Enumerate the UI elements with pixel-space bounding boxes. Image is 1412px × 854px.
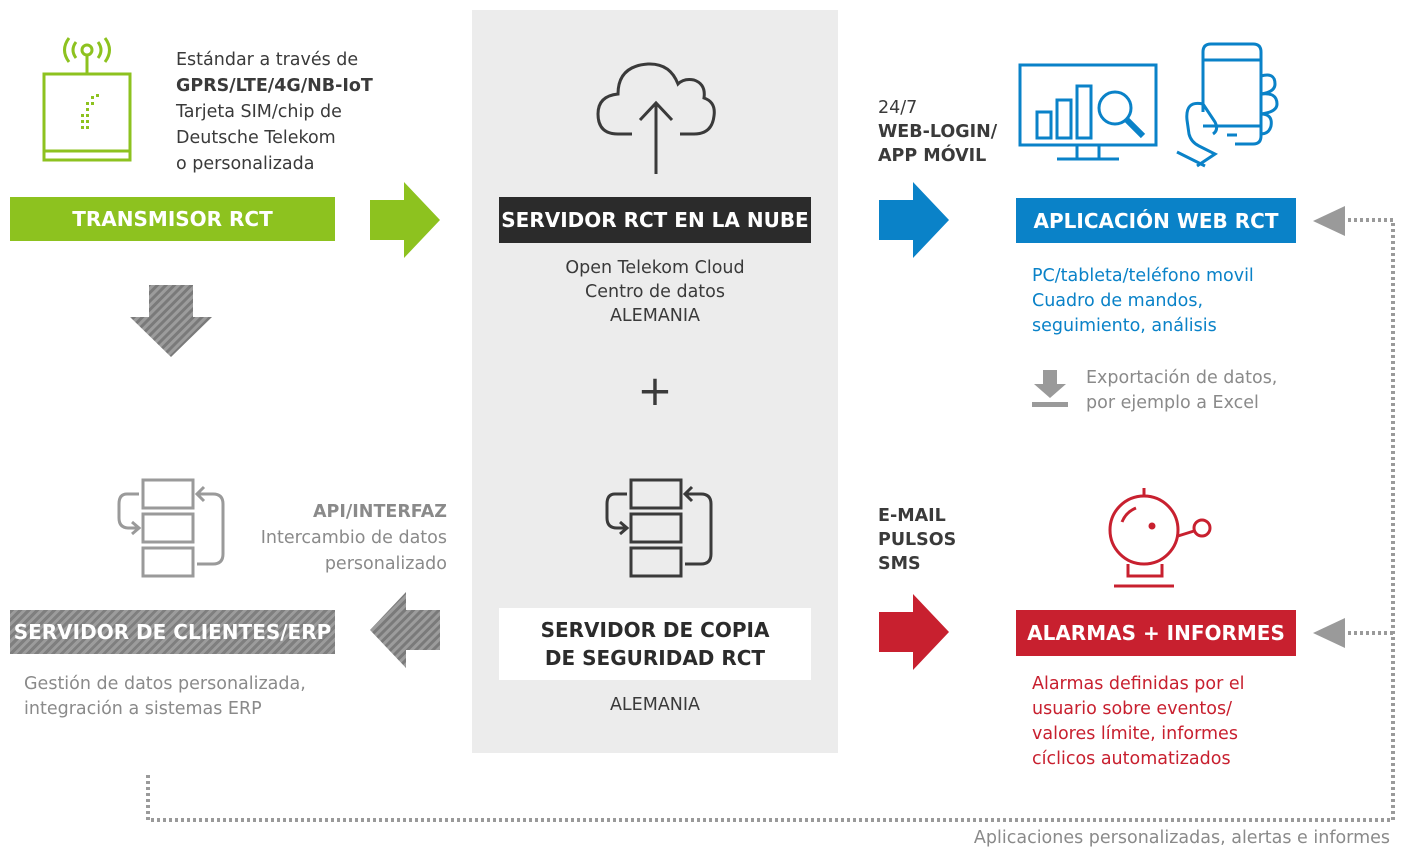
webapp-desc-line1: PC/tableta/teléfono movil (1032, 266, 1254, 286)
web-access-line2: WEB-LOGIN/ (878, 122, 998, 142)
arrow-right-green-icon (370, 182, 440, 258)
transmitter-desc-line4: Deutsche Telekom (176, 128, 336, 148)
plus-sign: + (637, 366, 673, 415)
router-icon (42, 37, 132, 162)
backup-label-line2: DE SEGURIDAD RCT (544, 646, 766, 670)
cloud-sub-line2: Centro de datos (585, 282, 725, 302)
transmitter-desc-line3: Tarjeta SIM/chip de (176, 102, 342, 122)
webapp-desc-line3: seguimiento, análisis (1032, 316, 1217, 336)
channels-line3: SMS (878, 554, 921, 574)
alarms-label: ALARMAS + INFORMES (1016, 610, 1296, 656)
backup-sub: ALEMANIA (609, 695, 701, 715)
cloud-sub-line1: Open Telekom Cloud (565, 258, 745, 278)
transmitter-label: TRANSMISOR RCT (10, 197, 335, 241)
channels-line1: E-MAIL (878, 506, 946, 526)
webapp-desc-line2: Cuadro de mandos, (1032, 291, 1204, 311)
backup-server-label: SERVIDOR DE COPIA DE SEGURIDAD RCT (499, 608, 811, 680)
transmitter-desc-line2: GPRS/LTE/4G/NB-IoT (176, 76, 373, 96)
database-sync-icon-client (117, 478, 225, 578)
client-server-label: SERVIDOR DE CLIENTES/ERP (10, 610, 335, 654)
web-access-line3: APP MÓVIL (878, 146, 987, 166)
api-line1: API/INTERFAZ (313, 502, 447, 522)
web-access-line1: 24/7 (878, 98, 918, 118)
client-desc-line2: integración a sistemas ERP (24, 699, 262, 719)
alarms-desc-line3: valores límite, informes (1032, 724, 1238, 744)
smartphone-hand-icon (1176, 42, 1279, 168)
api-line3: personalizado (324, 554, 447, 574)
download-icon (1032, 370, 1068, 407)
channels-line2: PULSOS (878, 530, 957, 550)
alarms-desc-line4: cíclicos automatizados (1032, 749, 1231, 769)
arrow-left-gray-icon-bottom (1313, 618, 1345, 648)
client-desc-line1: Gestión de datos personalizada, (24, 674, 306, 694)
footer-text: Aplicaciones personalizadas, alertas e i… (973, 828, 1390, 848)
export-line1: Exportación de datos, (1086, 368, 1278, 388)
arrow-down-gray-icon (130, 285, 212, 357)
monitor-chart-icon (1018, 63, 1158, 161)
arrow-left-gray-icon-top (1313, 206, 1345, 236)
cloud-sub-line3: ALEMANIA (609, 306, 701, 326)
arrow-right-blue-icon (879, 182, 949, 258)
database-sync-icon (605, 478, 713, 578)
cloud-server-label: SERVIDOR RCT EN LA NUBE (499, 197, 811, 243)
transmitter-desc-line5: o personalizada (176, 154, 315, 174)
alarms-desc-line1: Alarmas definidas por el (1032, 674, 1245, 694)
transmitter-desc-line1: Estándar a través de (176, 50, 359, 70)
webapp-label: APLICACIÓN WEB RCT (1016, 198, 1296, 243)
backup-label-line1: SERVIDOR DE COPIA (540, 618, 770, 642)
alarms-desc-line2: usuario sobre eventos/ (1032, 699, 1232, 719)
arrow-right-red-icon (879, 594, 949, 670)
bell-icon (1108, 488, 1212, 588)
export-line2: por ejemplo a Excel (1086, 393, 1259, 413)
arrow-left-gray-hatched-icon (370, 592, 440, 668)
api-line2: Intercambio de datos (260, 528, 447, 548)
cloud-upload-icon (596, 62, 716, 174)
